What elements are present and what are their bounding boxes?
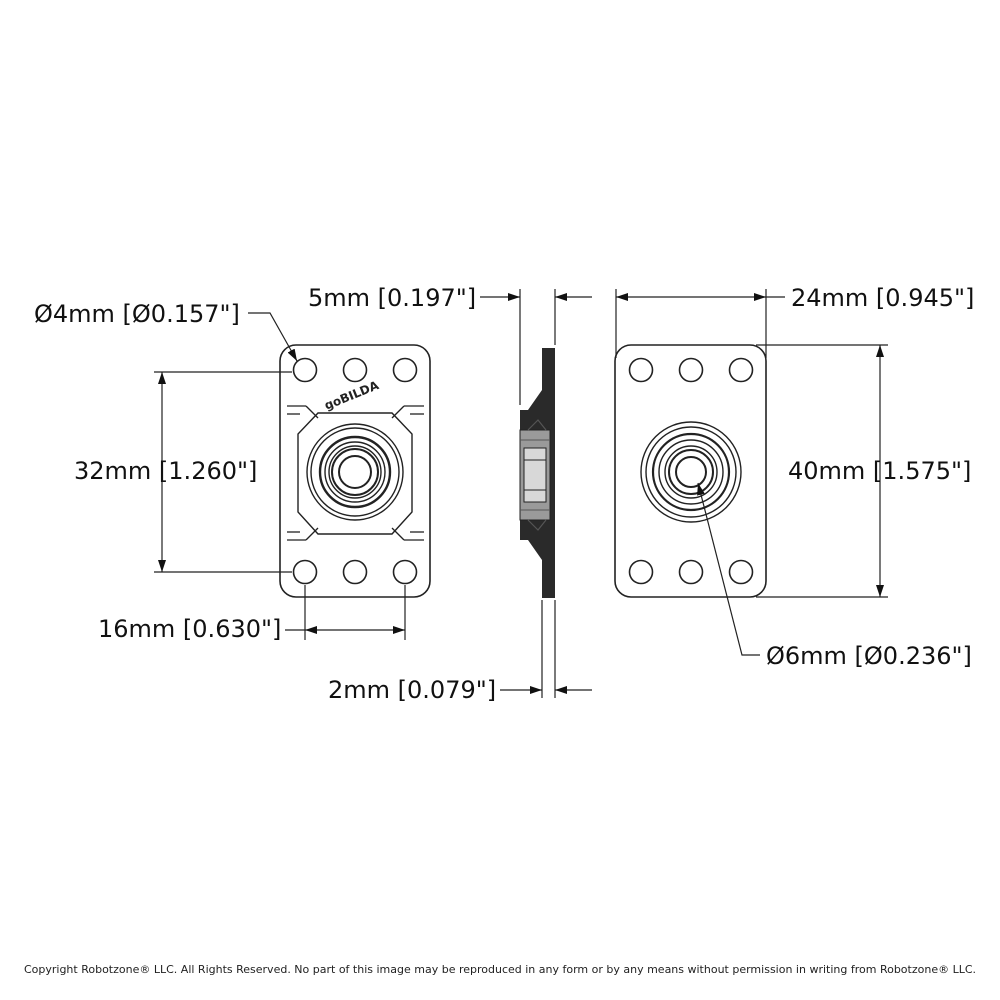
back-bore (675, 456, 707, 488)
back-mount-hole (678, 357, 704, 383)
copyright-notice: Copyright Robotzone® LLC. All Rights Res… (23, 963, 977, 976)
back-plate-outline (614, 344, 767, 598)
dim-bore-diameter: Ø6mm [Ø0.236"] (766, 642, 972, 670)
front-bore (338, 455, 372, 489)
front-boss-outline (297, 412, 413, 535)
back-mount-hole (628, 357, 654, 383)
front-mount-hole (292, 559, 318, 585)
front-view: goBILDA (279, 344, 431, 598)
back-view (614, 344, 767, 598)
dim-hole-diameter: Ø4mm [Ø0.157"] (34, 300, 240, 328)
dim-hole-spacing-horizontal: 16mm [0.630"] (98, 615, 281, 643)
dim-plate-thickness: 2mm [0.079"] (328, 676, 496, 704)
back-mount-hole (728, 357, 754, 383)
front-bearing (318, 435, 392, 509)
front-mount-hole (342, 357, 368, 383)
side-view (519, 348, 555, 598)
dim-width: 24mm [0.945"] (791, 284, 974, 312)
front-mount-hole (392, 559, 418, 585)
gobilda-logo: goBILDA (322, 378, 381, 413)
dim-total-thickness: 5mm [0.197"] (308, 284, 476, 312)
front-mount-hole (392, 357, 418, 383)
dim-hole-spacing-vertical: 32mm [1.260"] (74, 457, 257, 485)
back-mount-hole (628, 559, 654, 585)
back-mount-hole (728, 559, 754, 585)
dim-height: 40mm [1.575"] (788, 457, 971, 485)
front-plate-outline (279, 344, 431, 598)
back-bearing (645, 426, 737, 518)
front-mount-hole (342, 559, 368, 585)
back-mount-hole (678, 559, 704, 585)
dimension-lines (154, 289, 888, 698)
front-mount-hole (292, 357, 318, 383)
